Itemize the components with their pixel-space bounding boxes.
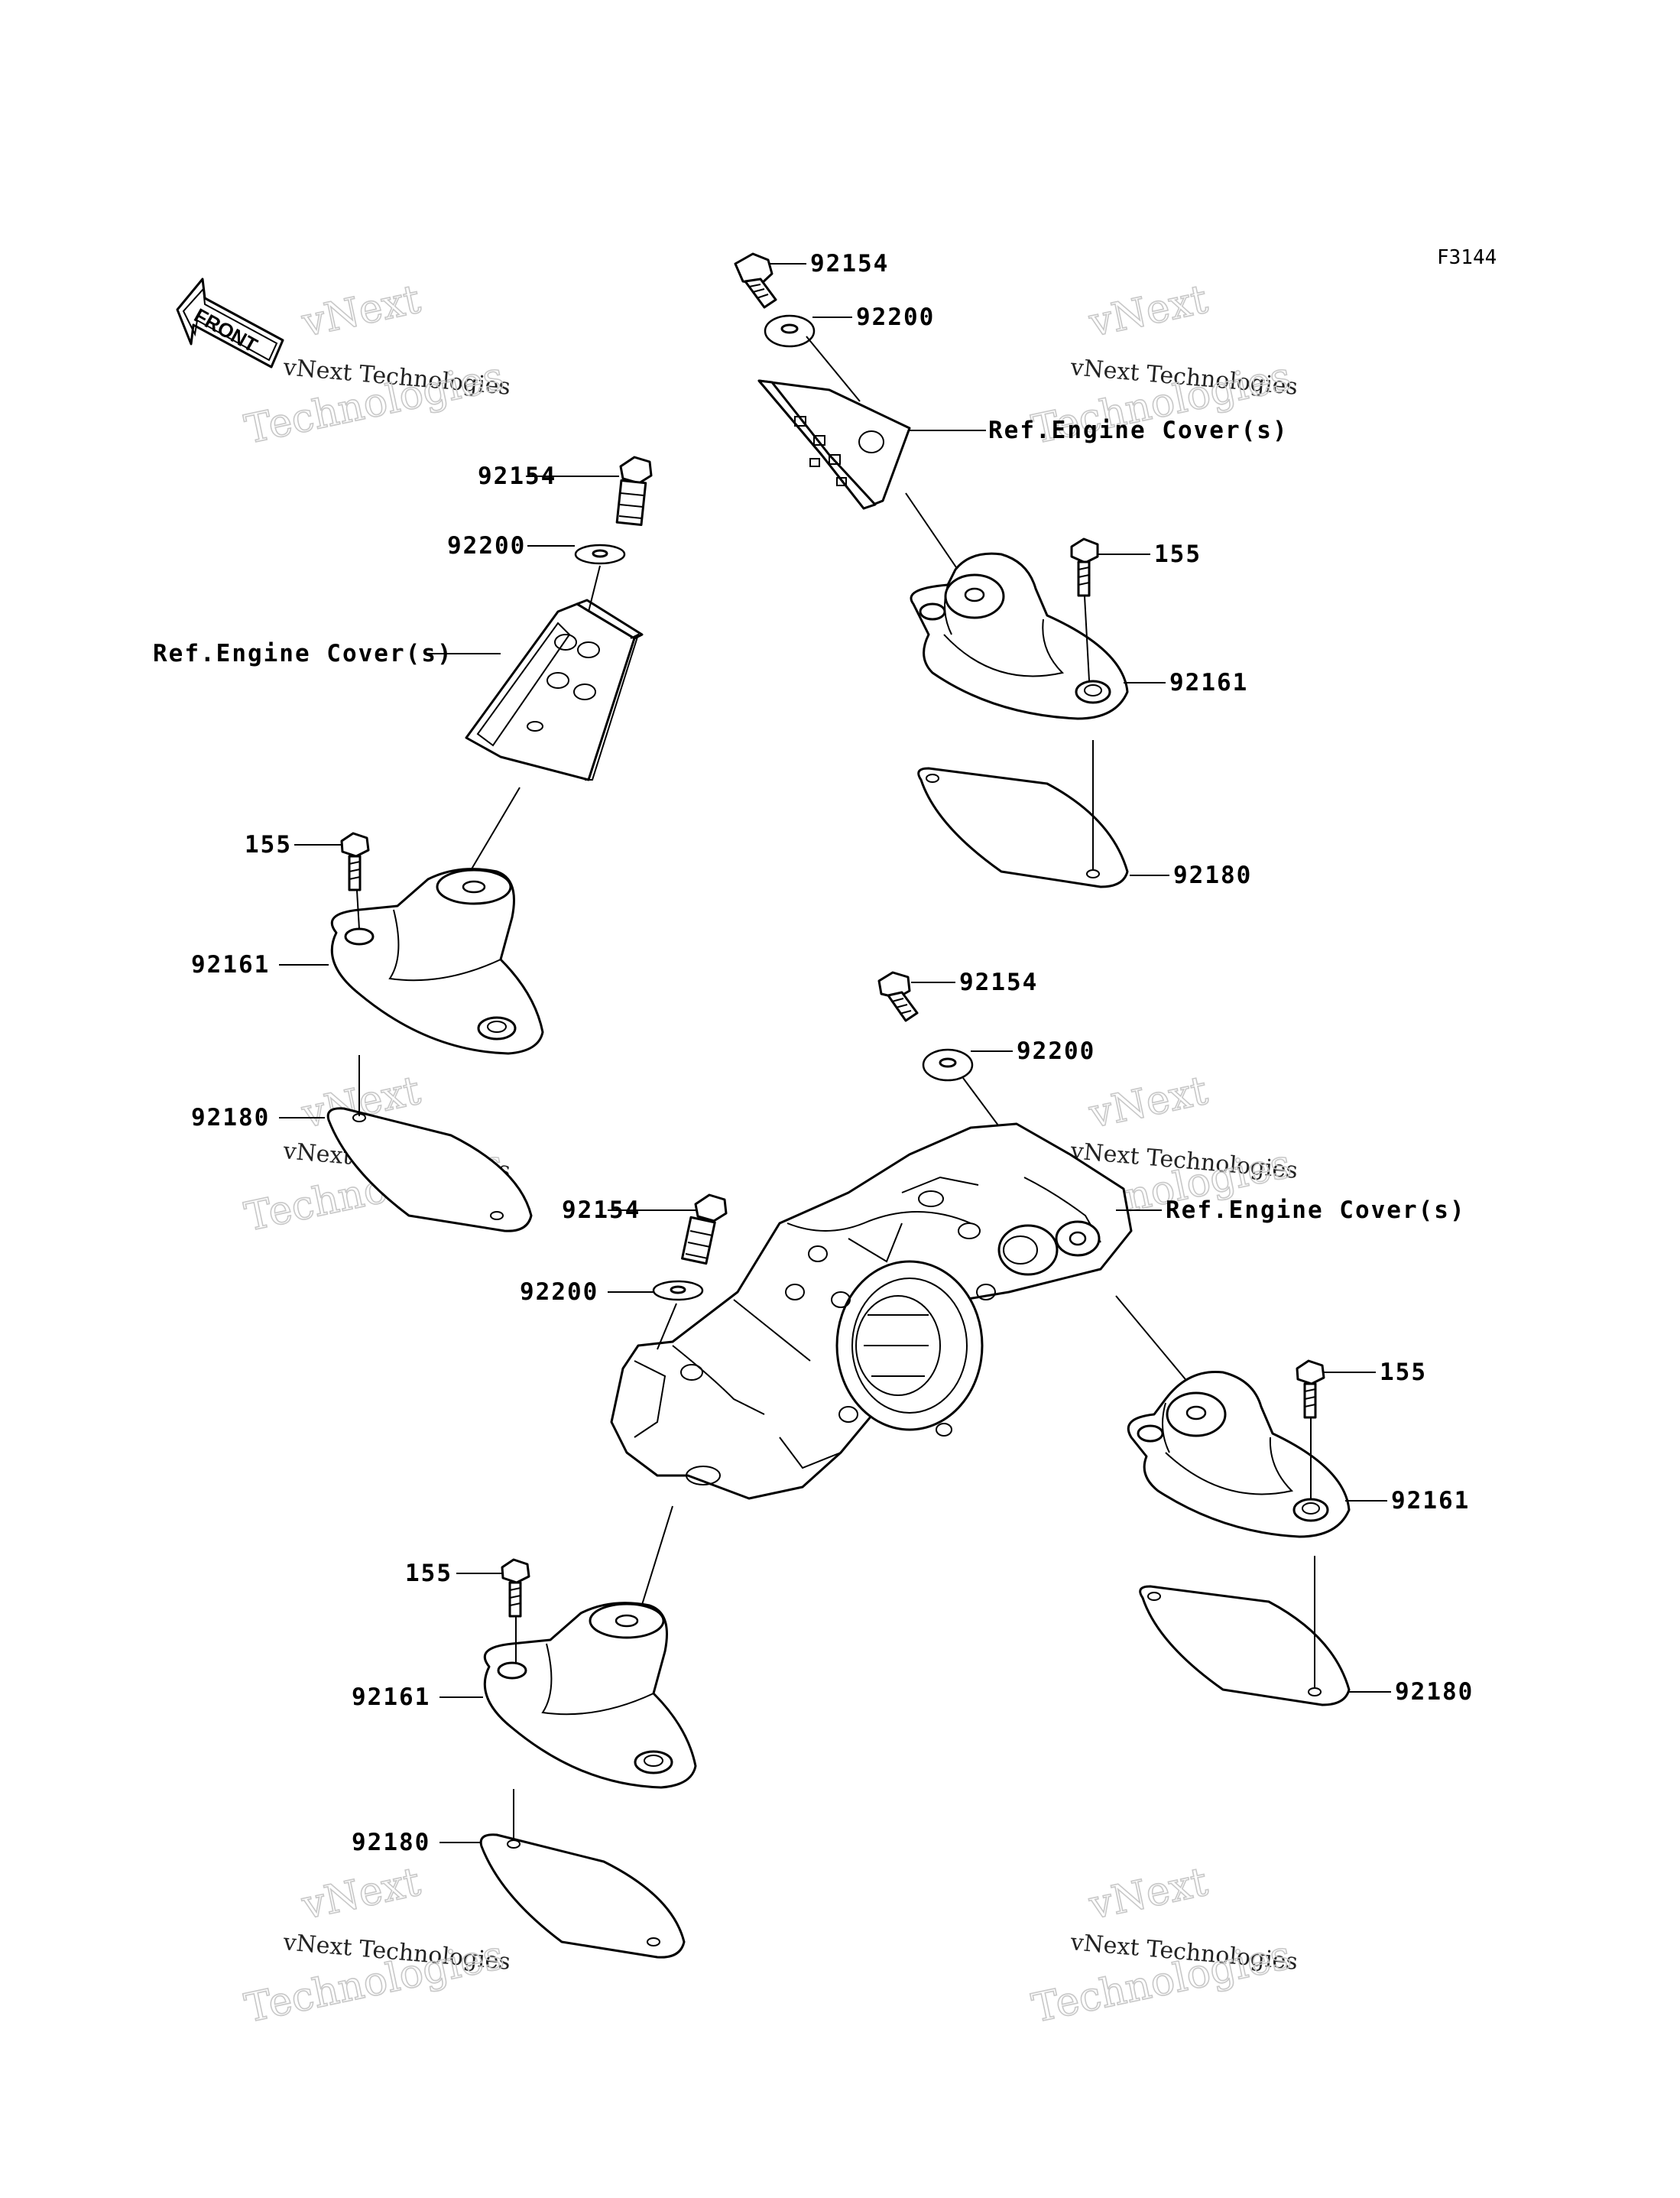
label-ref-engine-cover-1: Ref.Engine Cover(s) (988, 417, 1289, 444)
label-ref-engine-cover-3: Ref.Engine Cover(s) (1166, 1196, 1466, 1224)
label-damper-1: 92161 (1169, 669, 1248, 696)
small-bolt-icon (1296, 1359, 1325, 1419)
watermark-bottom-left: vNext vNext Technologies Technologies (240, 1859, 511, 2033)
shim-plate-icon (479, 1833, 686, 1959)
label-bolt-3: 92154 (959, 969, 1038, 996)
washer-icon (764, 314, 816, 348)
engine-damper-icon (1127, 1370, 1351, 1538)
label-bolt-4: 92154 (562, 1196, 641, 1224)
bolt-icon (681, 1193, 728, 1265)
shim-plate-icon (1139, 1585, 1351, 1706)
washer-icon (652, 1280, 704, 1301)
washer-icon (574, 544, 626, 565)
assembly-center-left: 92154 92200 (520, 1193, 728, 1350)
label-washer-2: 92200 (447, 532, 526, 560)
label-damper-3: 92161 (1391, 1487, 1470, 1515)
engine-damper-icon (330, 868, 544, 1055)
small-bolt-icon (1070, 537, 1099, 597)
svg-text:vNext: vNext (297, 277, 424, 346)
front-arrow-icon: FRONT (176, 278, 284, 368)
assembly-right-middle: 155 92161 92180 (1115, 1295, 1474, 1706)
label-ref-engine-cover-2: Ref.Engine Cover(s) (153, 640, 453, 667)
label-plate-3: 92180 (1395, 1678, 1474, 1706)
engine-bracket-icon (465, 599, 644, 781)
label-plate-2: 92180 (191, 1104, 270, 1131)
small-bolt-icon (340, 832, 370, 891)
label-plate-4: 92180 (352, 1829, 430, 1856)
label-small-bolt-3: 155 (1380, 1359, 1427, 1386)
assembly-top-right: 92154 92200 Ref.Engine Cover(s) (734, 250, 1289, 889)
assembly-bottom-left: 155 92161 92180 (352, 1505, 697, 1959)
assembly-top-left: 92154 92200 Ref.Engine Cover(s) (153, 456, 653, 1232)
label-washer-4: 92200 (520, 1278, 598, 1306)
svg-text:vNext: vNext (1085, 1068, 1211, 1138)
svg-text:vNext: vNext (1085, 1859, 1211, 1929)
bolt-icon (615, 456, 653, 527)
label-small-bolt-2: 155 (245, 831, 292, 859)
label-plate-1: 92180 (1173, 862, 1252, 889)
small-bolt-icon (501, 1558, 530, 1618)
center-engine-cover: 92154 92200 (610, 969, 1133, 1500)
label-small-bolt-1: 155 (1154, 541, 1202, 568)
watermark-bottom-right: vNext vNext Technologies Technologies (1027, 1859, 1299, 2033)
washer-icon (922, 1048, 974, 1082)
label-washer-3: 92200 (1017, 1037, 1095, 1065)
svg-text:vNext: vNext (1085, 277, 1211, 346)
bolt-icon (734, 252, 777, 309)
shim-plate-icon (326, 1107, 533, 1232)
watermark-top-left: vNext vNext Technologies Technologies (240, 276, 511, 454)
engine-bracket-icon (757, 379, 911, 510)
svg-text:vNext: vNext (297, 1859, 424, 1929)
label-damper-2: 92161 (191, 951, 270, 979)
label-bolt-1: 92154 (810, 250, 889, 278)
bolt-icon (877, 971, 919, 1022)
figure-code: F3144 (1437, 246, 1497, 269)
label-damper-4: 92161 (352, 1683, 430, 1711)
shim-plate-icon (917, 767, 1129, 888)
engine-damper-icon (483, 1602, 697, 1789)
engine-damper-icon (910, 552, 1129, 720)
label-small-bolt-4: 155 (405, 1560, 452, 1587)
label-washer-1: 92200 (856, 304, 935, 331)
label-bolt-2: 92154 (478, 463, 556, 490)
